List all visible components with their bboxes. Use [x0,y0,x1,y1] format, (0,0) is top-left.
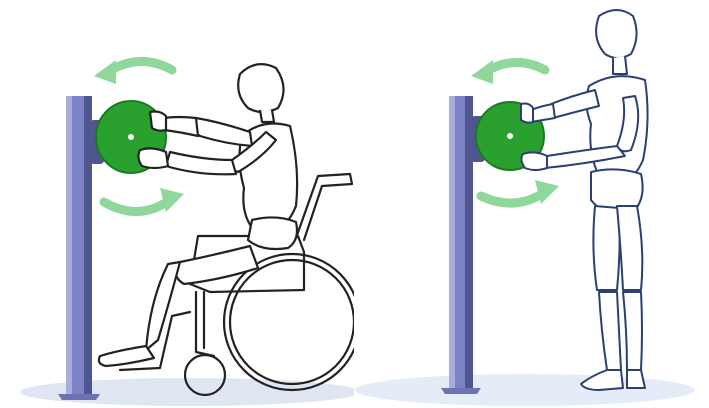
wheelchair-scene-illustration [0,0,354,408]
standing-scene-illustration [355,0,709,408]
rotate-right-arrow-icon [481,180,559,204]
ground-shadow [355,374,695,406]
rotate-left-arrow-icon [471,60,545,84]
rotate-right-arrow-icon [104,188,184,212]
panel-standing-user [355,0,709,408]
rotate-left-arrow-icon [94,60,172,84]
panel-wheelchair-user [0,0,354,408]
